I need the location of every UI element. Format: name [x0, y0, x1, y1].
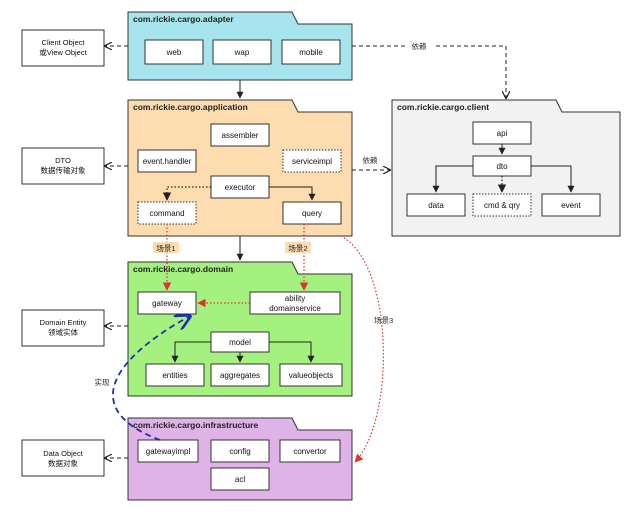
node-executor-label: executor	[225, 183, 256, 192]
node-data: data	[406, 193, 466, 217]
label-depends-mid: 依赖	[363, 155, 378, 165]
side-data-object-line2: 数据对象	[48, 458, 78, 468]
edge-model-to-valueobjects	[269, 341, 315, 363]
node-dto-label: dto	[496, 162, 508, 171]
node-aggregates: aggregates	[210, 363, 270, 387]
side-domain-entity-line2: 领域实体	[48, 327, 78, 337]
node-cmd-qry: cmd & qry	[472, 193, 532, 217]
side-data-object: Data Object 数据对象	[21, 439, 105, 477]
node-web-label: web	[166, 48, 182, 57]
node-event-label: event	[561, 201, 581, 210]
node-gateway: gateway	[137, 291, 197, 315]
node-acl: acl	[210, 467, 270, 491]
node-ability-domainservice: ability domainservice	[249, 291, 341, 315]
edge-dto-to-event	[531, 165, 575, 193]
node-config-label: config	[229, 447, 250, 456]
node-gatewayimpl: gatewayimpl	[137, 439, 199, 463]
node-valueobjects: valueobjects	[279, 363, 343, 387]
node-event-handler: event.handler	[137, 149, 197, 173]
node-mobile: mobile	[281, 39, 341, 65]
node-gateway-label: gateway	[152, 299, 182, 308]
side-dto: DTO 数据传输对象	[21, 147, 105, 185]
side-client-object-line1: Client Object	[42, 38, 86, 47]
package-infrastructure-title: com.rickie.cargo.infrastructure	[133, 420, 258, 430]
node-mobile-label: mobile	[299, 48, 323, 57]
node-wap: wap	[212, 39, 272, 65]
package-application-title: com.rickie.cargo.application	[133, 102, 248, 112]
node-api: api	[472, 121, 532, 145]
edge-executor-to-query	[269, 186, 316, 201]
node-model: model	[210, 331, 270, 353]
package-adapter-title: com.rickie.cargo.adapter	[133, 14, 234, 24]
node-command-label: command	[149, 209, 184, 218]
node-executor: executor	[210, 175, 270, 199]
edge-executor-to-command	[162, 186, 211, 201]
node-convertor-label: convertor	[293, 447, 327, 456]
node-query: query	[282, 201, 342, 225]
node-assembler-label: assembler	[222, 131, 259, 140]
node-command: command	[137, 201, 197, 225]
node-gatewayimpl-label: gatewayimpl	[146, 447, 191, 456]
edge-adapter-depends-client	[352, 45, 506, 98]
node-event: event	[541, 193, 601, 217]
edge-dto-to-data	[432, 165, 473, 193]
label-scene2: 场景2	[288, 244, 307, 253]
node-dto: dto	[472, 155, 532, 177]
node-cmd-qry-label: cmd & qry	[484, 201, 520, 210]
node-query-label: query	[302, 209, 322, 218]
node-model-label: model	[229, 338, 251, 347]
side-domain-entity: Domain Entity 领域实体	[21, 309, 105, 347]
edge-scene3-query-to-infrastructure	[340, 235, 385, 463]
label-implements: 实现	[95, 377, 110, 387]
label-scene1: 场景1	[156, 244, 175, 253]
node-event-handler-label: event.handler	[143, 157, 192, 166]
side-client-object-line2: 或View Object	[39, 47, 87, 57]
node-config: config	[210, 439, 270, 463]
node-ability-label-line1: ability	[285, 294, 305, 303]
node-web: web	[144, 39, 204, 65]
side-dto-line1: DTO	[55, 156, 71, 165]
node-wap-label: wap	[234, 48, 250, 57]
edge-model-to-entities	[171, 341, 211, 363]
node-convertor: convertor	[279, 439, 341, 463]
node-assembler: assembler	[210, 123, 270, 147]
node-serviceimpl: serviceimpl	[282, 149, 342, 173]
side-data-object-line1: Data Object	[43, 449, 84, 458]
label-scene3: 场景3	[374, 316, 393, 325]
node-serviceimpl-label: serviceimpl	[292, 157, 332, 166]
package-client-title: com.rickie.cargo.client	[397, 102, 489, 112]
side-client-object: Client Object 或View Object	[21, 29, 105, 67]
node-api-label: api	[497, 129, 508, 138]
node-ability-label-line2: domainservice	[269, 304, 321, 313]
side-dto-line2: 数据传输对象	[41, 165, 86, 175]
label-depends-top: 依赖	[412, 41, 427, 51]
node-data-label: data	[428, 201, 444, 210]
node-aggregates-label: aggregates	[220, 371, 260, 380]
node-entities: entities	[145, 363, 205, 387]
edge-gatewayimpl-implements-gateway	[112, 316, 190, 441]
node-entities-label: entities	[162, 371, 187, 380]
node-acl-label: acl	[235, 475, 245, 484]
side-domain-entity-line1: Domain Entity	[40, 318, 87, 327]
package-domain-title: com.rickie.cargo.domain	[133, 264, 233, 274]
node-valueobjects-label: valueobjects	[289, 371, 333, 380]
